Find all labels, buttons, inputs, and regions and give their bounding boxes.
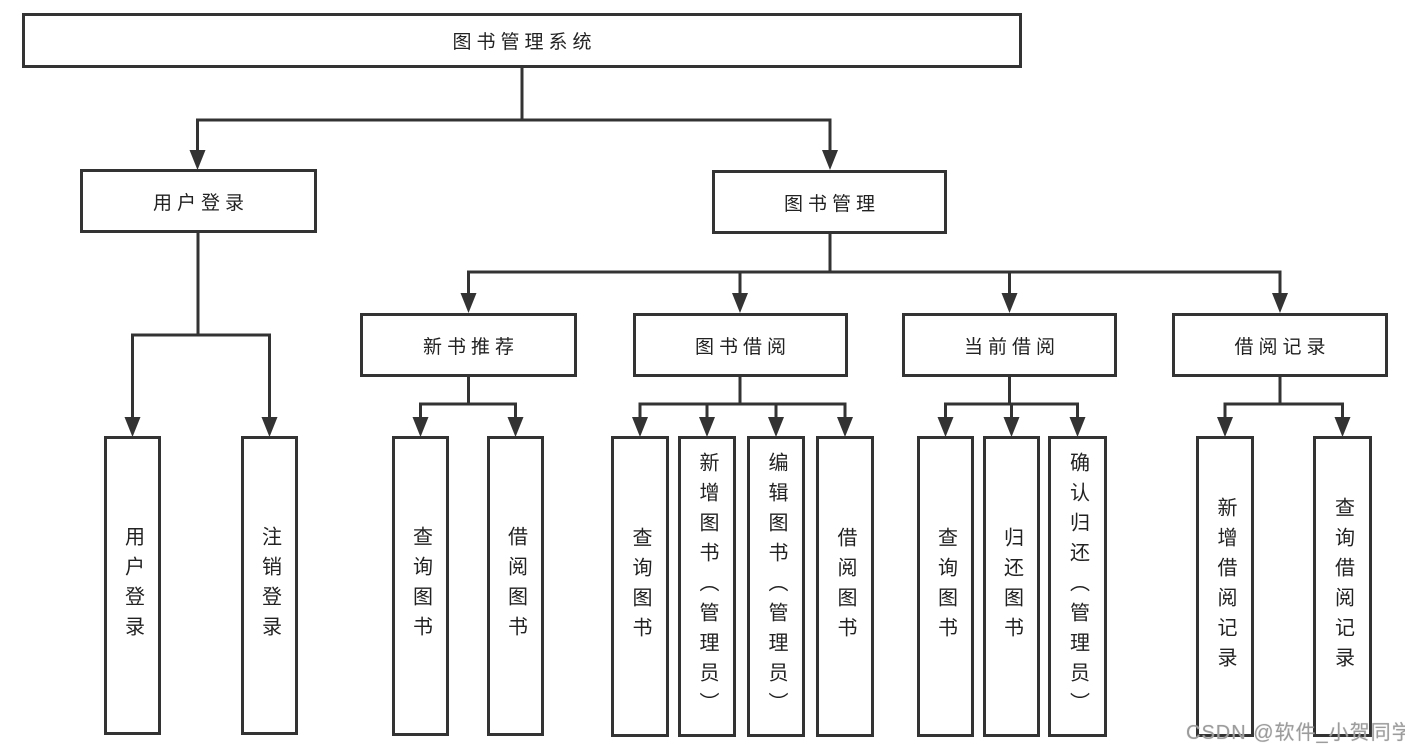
leaf-edit-book-admin: 编辑图书（管理员） [747,436,805,737]
leaf-label: 查询图书 [409,526,432,646]
leaf-label: 归还图书 [1000,526,1023,647]
leaf-add-borrow-record: 新增借阅记录 [1196,436,1254,737]
leaf-query-books-current: 查询图书 [917,436,974,737]
leaf-label: 查询借阅记录 [1331,496,1354,677]
leaf-user-login: 用户登录 [104,436,161,735]
leaf-label: 注销登录 [258,525,281,646]
node-book-management: 图书管理 [712,170,947,234]
leaf-label: 编辑图书（管理员） [765,451,787,722]
node-book-borrow: 图书借阅 [633,313,848,377]
leaf-confirm-return-admin: 确认归还（管理员） [1048,436,1107,737]
node-current-borrow: 当前借阅 [902,313,1117,377]
leaf-add-book-admin: 新增图书（管理员） [678,436,736,737]
leaf-label: 新增借阅记录 [1214,496,1236,677]
node-user-login: 用户登录 [80,169,317,233]
csdn-watermark: CSDN @软件_小贺同学 [1186,722,1405,744]
leaf-query-books-borrow: 查询图书 [611,436,669,737]
node-new-book-recommend: 新书推荐 [360,313,577,377]
leaf-return-book: 归还图书 [983,436,1040,737]
leaf-label: 新增图书（管理员） [696,451,718,722]
node-root: 图书管理系统 [22,13,1022,68]
leaf-label: 借阅图书 [834,526,856,647]
leaf-label: 确认归还（管理员） [1066,451,1089,722]
leaf-borrow-books-recommend: 借阅图书 [487,436,544,736]
leaf-query-books-recommend: 查询图书 [392,436,449,736]
leaf-borrow-books: 借阅图书 [816,436,874,737]
leaf-label: 查询图书 [629,526,651,647]
leaf-label: 借阅图书 [504,526,527,646]
node-borrow-records: 借阅记录 [1172,313,1388,377]
leaf-label: 用户登录 [121,525,144,646]
leaf-query-borrow-record: 查询借阅记录 [1313,436,1372,737]
leaf-logout: 注销登录 [241,436,298,735]
leaf-label: 查询图书 [934,526,957,647]
